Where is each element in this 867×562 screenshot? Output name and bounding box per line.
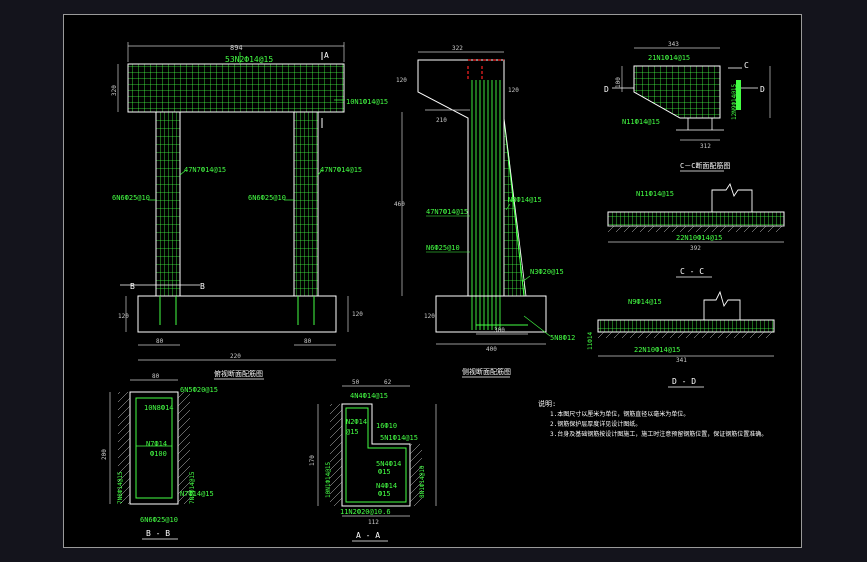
side-label-n7: 47N7Ф14@15 <box>426 208 468 216</box>
detail-label-1: 21N1Ф14@15 <box>648 54 690 62</box>
bb-label-5: 6N6Ф25@10 <box>140 516 178 524</box>
b-b-section: 80 6N5Ф20@15 10N8Ф14 N7Ф14 Ф100 7N8Ф14@1… <box>101 373 218 540</box>
detail-label-2: N11Ф14@15 <box>622 118 660 126</box>
front-left-stirrup: 6N6Ф25@10 <box>112 194 150 202</box>
c-c-left-label: 11Ф14 <box>587 332 594 350</box>
bb-height-dim: 200 <box>101 449 108 460</box>
aa-label-4: 16Ф10 <box>376 422 397 430</box>
front-beam-height-dim: 320 <box>111 85 118 96</box>
front-right-label: 10N1Ф14@15 <box>346 98 388 106</box>
front-pier-right <box>293 111 319 297</box>
detail-top: 343 21N1Ф14@15 N11Ф14@15 12N9Ф14@15 100 … <box>604 41 771 150</box>
bb-top-dim: 80 <box>152 373 160 380</box>
c-c-label-1: N9Ф14@15 <box>628 298 662 306</box>
bb-left-label: 7N8Ф14@15 <box>117 471 124 504</box>
side-caption: 侧视断面配筋图 <box>462 367 511 376</box>
c-c-width-dim: 341 <box>676 357 687 364</box>
side-height-dim: 460 <box>394 201 405 208</box>
side-label-n3: N3Ф20@15 <box>530 268 564 276</box>
detail-height-dim: 100 <box>615 77 622 88</box>
aa-right-label: 8N1Ф14@10 <box>419 465 426 498</box>
front-caption: 俯视断面配筋图 <box>214 369 263 378</box>
detail-mark-c: C <box>744 61 749 70</box>
side-ledge-dim: 210 <box>436 117 447 124</box>
aa-height-dim: 170 <box>309 455 316 466</box>
d-d-title: D - D <box>672 377 696 386</box>
detail-label-3: 12N9Ф14@15 <box>731 83 738 120</box>
aa-label-3: @15 <box>346 428 359 436</box>
c-section-title: C－C断面配筋图 <box>680 161 730 170</box>
aa-top-dim-1: 50 <box>352 379 360 386</box>
side-top-dim: 322 <box>452 45 463 52</box>
detail-mark-d-right: D <box>760 85 765 94</box>
bb-right-label: 7N8Ф14@15 <box>189 471 196 504</box>
bb-label-1: 6N5Ф20@15 <box>180 386 218 394</box>
front-base-height-dim: 120 <box>352 311 363 318</box>
front-base-height-dim-left: 120 <box>118 313 129 320</box>
aa-width-dim: 112 <box>368 519 379 526</box>
note-line-3: 3.台身及基础钢筋按设计图施工，施工时注意预留钢筋位置，保证钢筋位置准确。 <box>550 430 767 438</box>
side-top-left-dim: 120 <box>396 77 407 84</box>
aa-label-8: N4Ф14 <box>376 482 397 490</box>
section-mark-a: A <box>324 51 329 60</box>
bb-bottom-label: N7Ф14@15 <box>180 490 214 498</box>
c-section-label-1: N11Ф14@15 <box>636 190 674 198</box>
front-left-vert-label: 47N7Ф14@15 <box>184 166 226 174</box>
c-section-label-2: 22N10Ф14@15 <box>676 234 722 242</box>
section-mark-b-right: B <box>200 282 205 291</box>
aa-label-1: 4N4Ф14@15 <box>350 392 388 400</box>
aa-bottom-label: 11N2Ф20@10.6 <box>340 508 391 516</box>
detail-width-dim: 343 <box>668 41 679 48</box>
bb-label-3: N7Ф14 <box>146 440 167 448</box>
c-c-section: C - C N9Ф14@15 22N10Ф14@15 341 11Ф14 D -… <box>587 267 775 388</box>
aa-top-dim-2: 62 <box>384 379 392 386</box>
c-section-width-dim: 392 <box>690 245 701 252</box>
aa-title: A - A <box>356 531 380 540</box>
side-label-n5: 5N8Ф12 <box>550 334 575 342</box>
notes-heading: 说明: <box>538 399 556 408</box>
front-pier-right-dim: 80 <box>304 338 312 345</box>
front-pier-left-dim: 80 <box>156 338 164 345</box>
detail-bottom-dim: 312 <box>700 143 711 150</box>
front-beam <box>127 63 345 113</box>
aa-label-6: 5N4Ф14 <box>376 460 401 468</box>
side-base-height-dim: 120 <box>424 313 435 320</box>
aa-label-9: Ф15 <box>378 490 391 498</box>
note-line-2: 2.钢筋保护层厚度详见设计图纸。 <box>550 420 641 428</box>
c-c-title: C - C <box>680 267 704 276</box>
side-base <box>435 295 547 333</box>
detail-mark-d-left: D <box>604 85 609 94</box>
c-c-label-2: 22N10Ф14@15 <box>634 346 680 354</box>
front-right-vert-label: 47N7Ф14@15 <box>320 166 362 174</box>
aa-label-7: Ф15 <box>378 468 391 476</box>
side-label-n6: N6Ф25@10 <box>426 244 460 252</box>
c-section: C－C断面配筋图 N11Ф14@15 22N10Ф14@15 392 <box>607 161 785 252</box>
aa-left-label: 10N1Ф14@15 <box>325 461 332 498</box>
note-line-1: 1.本图尺寸以厘米为单位，钢筋直径以毫米为单位。 <box>550 410 689 418</box>
front-top-dim: 894 <box>230 44 243 52</box>
bb-label-2: 10N8Ф14 <box>144 404 174 412</box>
section-mark-b-left: B <box>130 282 135 291</box>
side-bottom-dim: 400 <box>486 346 497 353</box>
side-top-right-dim: 120 <box>508 87 519 94</box>
notes: 说明: 1.本图尺寸以厘米为单位，钢筋直径以毫米为单位。 2.钢筋保护层厚度详见… <box>538 399 767 438</box>
aa-label-2: N2Ф14 <box>346 418 367 426</box>
aa-label-5: 5N1Ф14@15 <box>380 434 418 442</box>
bb-label-4: Ф100 <box>150 450 167 458</box>
side-elevation: 322 120 120 210 460 47N7Ф14@15 N8Ф14@15 … <box>394 45 575 378</box>
a-a-section: 50 62 4N4Ф14@15 N2Ф14 @15 16Ф10 5N1Ф14@1… <box>309 379 437 542</box>
side-label-n8: N8Ф14@15 <box>508 196 542 204</box>
front-beam-label: 53N2Ф14@15 <box>225 55 273 64</box>
side-base-width-dim: 300 <box>494 327 505 334</box>
front-elevation: 894 53N2Ф14@15 10N1Ф14@15 47N7Ф14@15 47N… <box>111 42 388 380</box>
front-right-stirrup: 6N6Ф25@10 <box>248 194 286 202</box>
bb-title: B - B <box>146 529 170 538</box>
front-pier-left <box>155 111 181 297</box>
front-bottom-dim: 220 <box>230 353 241 360</box>
front-base <box>137 295 337 333</box>
